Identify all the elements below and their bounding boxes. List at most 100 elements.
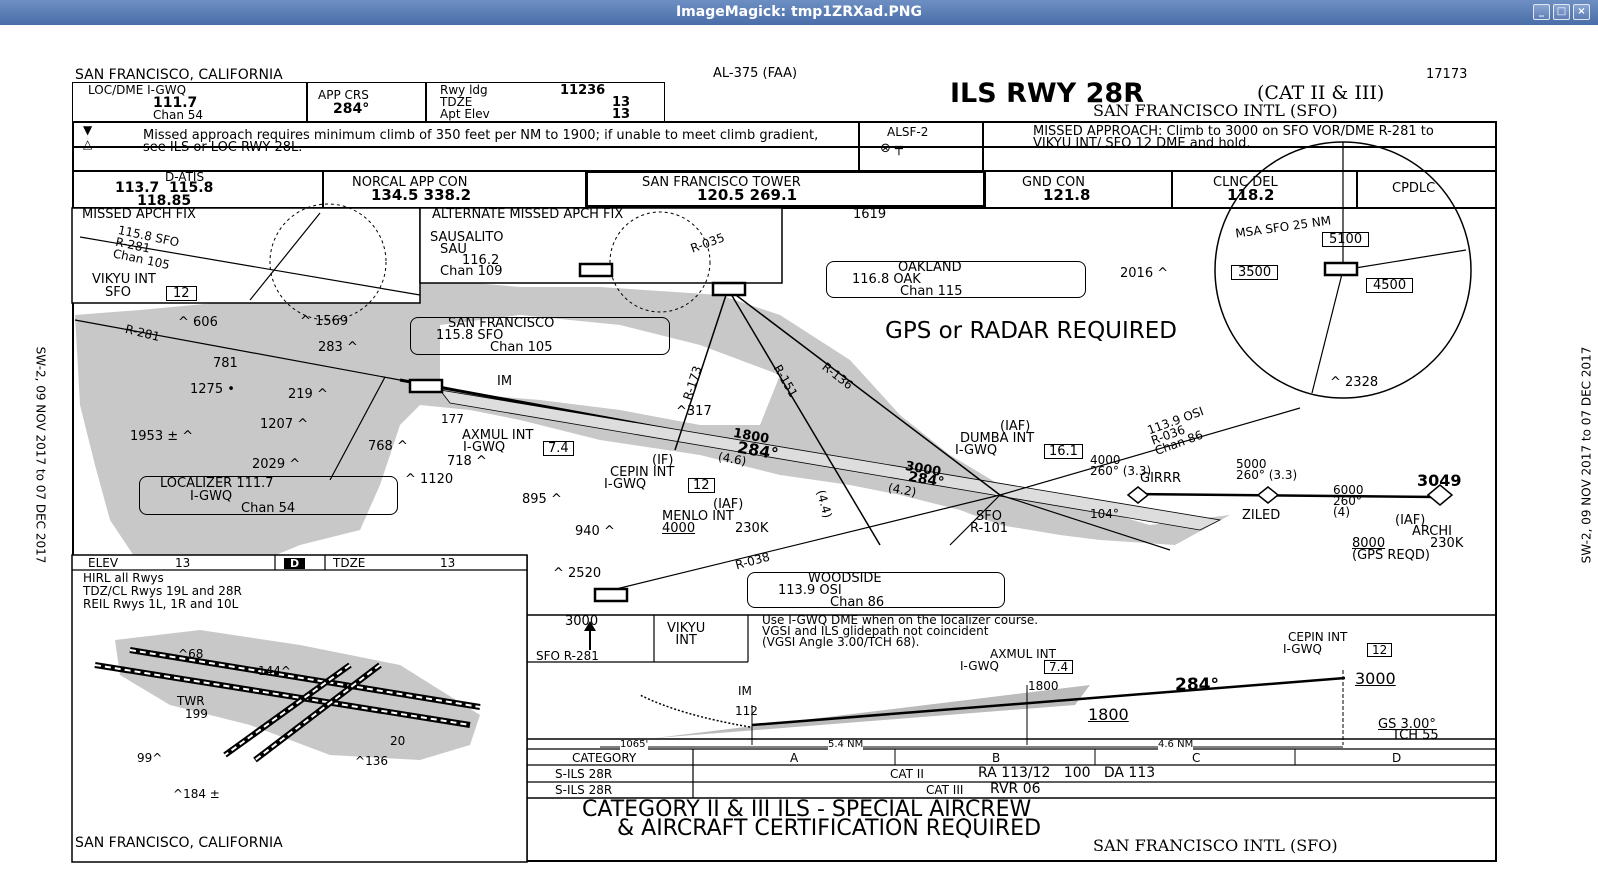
r038-line [599,494,1001,594]
spot-1275: 1275 • [190,382,235,397]
ad-spot-184: ^184 ± [173,787,220,801]
glidepath [751,676,1346,727]
airport-name: SAN FRANCISCO INTL (SFO) [1093,101,1338,120]
sau-vor [578,262,614,278]
min-cat-d: D [1392,751,1402,765]
ad-elev-label: ELEV [88,556,119,570]
osi-r036 [999,407,1301,496]
sau-id: SAU [440,242,467,257]
sfo-vor-msa [1323,261,1359,277]
profile-vikyu: VIKYU INT [667,621,706,648]
oakland-name: OAKLAND [898,260,962,275]
archi-route [1129,492,1441,499]
divider [322,170,324,207]
footer-airport: SAN FRANCISCO INTL (SFO) [1093,836,1338,855]
procedure-cat: (CAT II & III) [1257,82,1385,104]
min-row1-val: RA 113/12 100 DA 113 [978,765,1156,781]
ad-tdze: 13 [440,556,456,570]
girrr-label: GIRRR [1140,471,1182,486]
chart-frame [72,121,1497,862]
tdze-label: TDZE [440,95,473,109]
ad-spot-199: 199 [185,707,208,721]
localizer-box [139,476,398,515]
spot-718: 718 ^ [447,454,487,469]
clnc-label: CLNC DEL [1213,175,1278,190]
axmul-dme: 7.4 [543,441,574,456]
oak-chan: Chan 115 [900,284,963,299]
briefing-row [72,82,665,122]
spot-1953: 1953 ± ^ [130,429,194,444]
spot-283: 283 ^ [318,340,358,355]
window-title: ImageMagick: tmp1ZRXad.PNG [675,4,923,20]
ad-spot-144: 144^ [258,664,291,678]
alternate-icon: △ [83,137,93,151]
tower-label: SAN FRANCISCO TOWER [642,175,801,190]
sfo-vor-box [410,317,670,355]
min-row1-cat: CAT II [890,767,924,781]
profile-1800-alt: 1800 [1088,705,1129,724]
profile-1800: 1800 [1028,679,1059,693]
localizer-chan: Chan 54 [241,501,296,516]
min-cat-a: A [790,751,799,765]
loc-label: LOC/DME I-GWQ [88,83,187,97]
woodside-name: WOODSIDE [808,571,882,586]
dumba-id: I-GWQ [955,443,998,458]
takeoff-icon: ▼ [83,123,93,137]
sfo-vor [408,378,444,394]
sf-name: SAN FRANCISCO [448,316,555,331]
loc-chan: Chan 54 [153,108,204,122]
ad-spot-99: 99^ [137,751,163,765]
profile-284: 284° [1175,675,1219,695]
r173-line [674,288,729,451]
min-cat-b: B [992,751,1001,765]
apt-elev-label: Apt Elev [440,107,490,121]
ad-d-badge: D [284,558,306,569]
divider [72,146,1497,148]
divider [1356,170,1358,207]
cepin-label: CEPIN INT [610,465,675,480]
atis-label: D-ATIS [165,170,205,184]
sau-freq: 116.2 [462,253,500,268]
osi-chan: Chan 86 [830,595,885,610]
cat-banner-1: CATEGORY II & III ILS - SPECIAL AIRCREW [582,797,1032,822]
maximize-button[interactable]: □ [1553,4,1570,20]
city-label: SAN FRANCISCO, CALIFORNIA [75,67,283,83]
sausalito-name: SAUSALITO [430,230,504,245]
oak-vor [711,281,747,297]
min-row2-cat: CAT III [926,783,964,797]
profile-cepin-dme: 12 [1367,643,1393,657]
crs-label: APP CRS [318,88,369,102]
ad-note2: TDZ/CL Rwys 19L and 28R [83,584,242,598]
spot-940: 940 ^ [575,524,615,539]
close-button[interactable]: × [1573,4,1590,20]
vikyu-label: VIKYU INT [92,272,156,287]
ad-twr: TWR [177,694,205,708]
ziled-label: ZILED [1242,508,1281,523]
osi-vor [593,587,629,603]
rwy-ldg-label: Rwy ldg [440,83,488,97]
chart-number: 17173 [1426,67,1468,82]
profile-gs: GS 3.00° [1378,717,1436,732]
maf-title: MISSED APCH FIX [82,207,196,222]
profile-3000: 3000 [1355,669,1396,688]
profile-axmul: AXMUL INT [990,647,1056,661]
image-canvas: SW-2, 09 NOV 2017 to 07 DEC 2017 SW-2, 0… [0,25,1598,869]
spot-895: 895 ^ [522,492,562,507]
spot-606: ^ 606 [178,315,218,330]
ad-tdze-label: TDZE [333,556,366,570]
gnd-label: GND CON [1022,175,1085,190]
axmul-id: I-GWQ [463,440,506,455]
archi-alt: 8000 [1352,536,1386,551]
divider [425,82,427,122]
gnd-freq: 121.8 [1043,186,1091,204]
spot-317: ^317 [676,404,712,419]
spot-177: 177 [441,412,464,426]
im-marker: IM [497,374,513,389]
spot-768: 768 ^ [368,439,408,454]
divider [1171,170,1173,207]
crs-value: 284° [333,101,370,117]
tower-box [585,170,986,208]
minimize-button[interactable]: _ [1533,4,1550,20]
apt-elev-value: 13 [612,107,631,122]
archi-iaf: (IAF) [1395,513,1426,528]
